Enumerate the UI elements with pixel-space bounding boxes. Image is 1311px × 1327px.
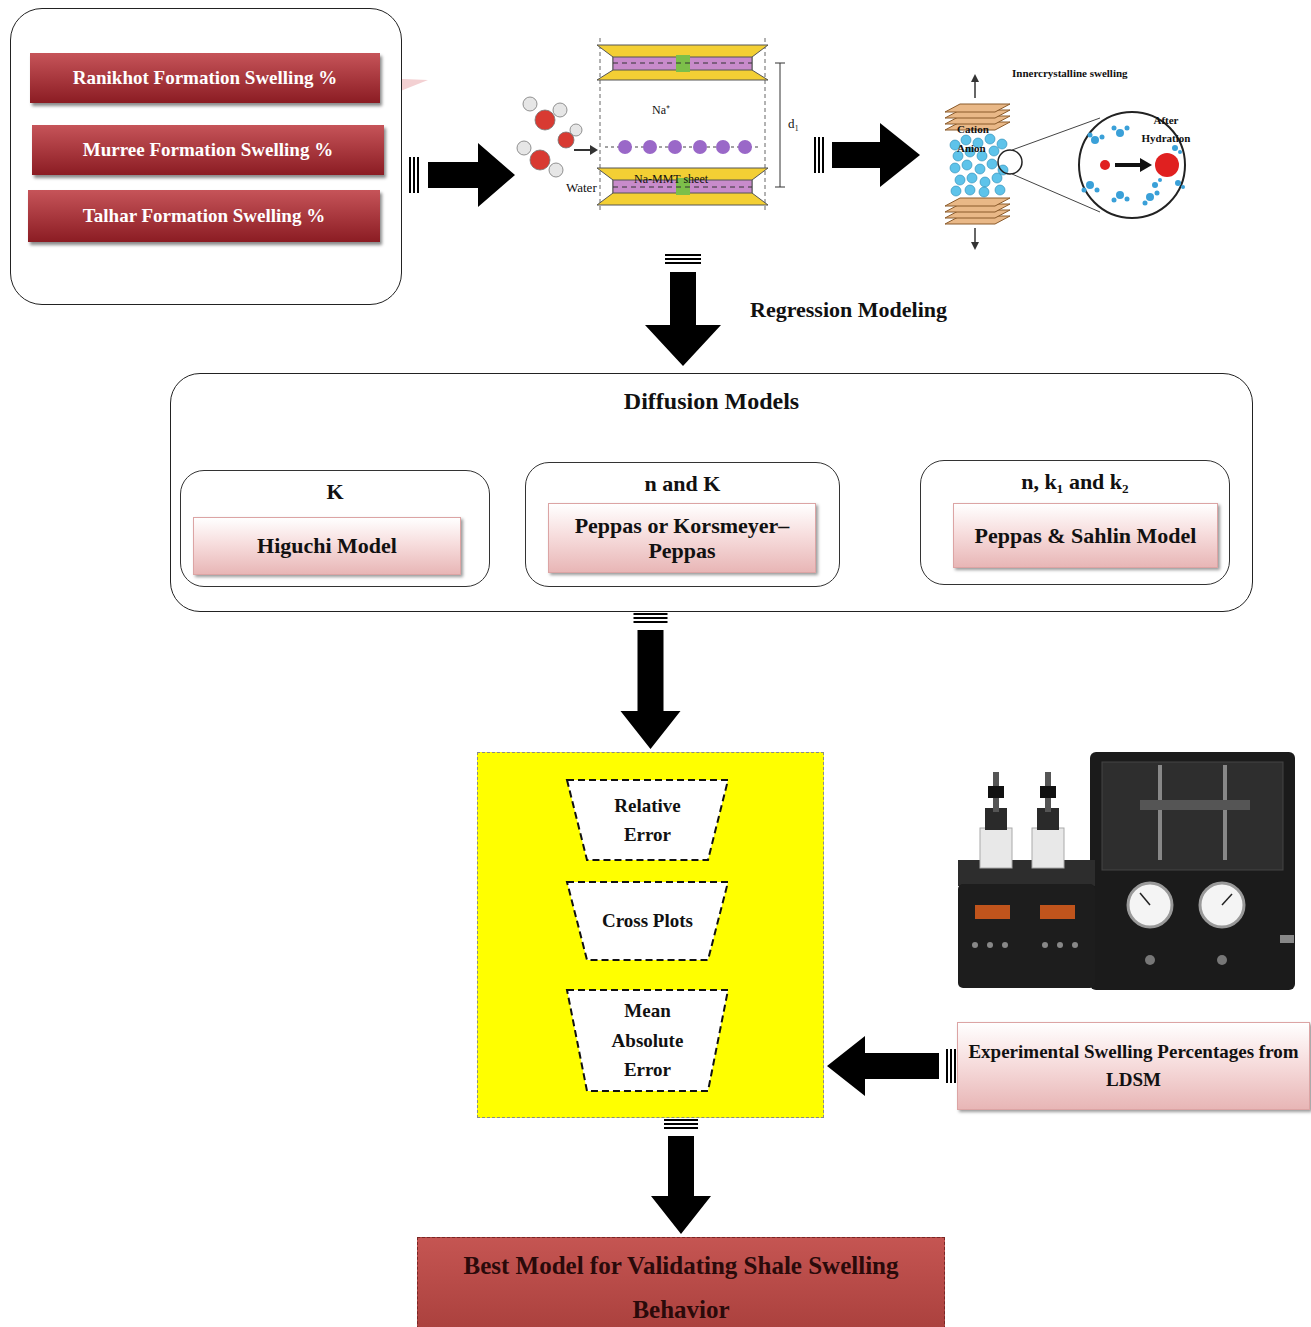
trapezoid-outline	[565, 778, 730, 862]
flow-arrow	[410, 143, 515, 207]
box-text: Mean Absolute Error	[591, 996, 704, 1084]
result-box: Best Model for Validating Shale Swelling…	[417, 1237, 945, 1327]
illustration-label: d₁	[788, 116, 799, 132]
group-box: Ranikhot Formation Swelling % Murree Form…	[10, 8, 402, 305]
box-text: Higuchi Model	[257, 533, 397, 558]
illustration-label: Innercrystalline swelling	[1012, 67, 1128, 79]
box-heading: Diffusion Models	[171, 388, 1252, 415]
flow-arrow	[621, 614, 681, 749]
formation-band: Ranikhot Formation Swelling %	[30, 53, 380, 103]
flow-arrow	[651, 1120, 711, 1234]
box-heading: n and K	[526, 471, 839, 497]
box-text: Peppas or Korsmeyer–Peppas	[557, 513, 807, 564]
box-heading: K	[181, 479, 489, 505]
model-box: Peppas or Korsmeyer–Peppas	[548, 503, 816, 573]
model-box: Higuchi Model	[193, 517, 461, 575]
model-box: Peppas & Sahlin Model	[953, 503, 1218, 568]
illustration-label: Na-MMT sheet	[634, 172, 708, 187]
box-text: Cross Plots	[602, 906, 693, 935]
water-molecules	[517, 97, 582, 177]
metric-trapezoid: Cross Plots	[565, 880, 730, 962]
box-text: Murree Formation Swelling %	[83, 139, 333, 161]
flow-arrow	[645, 255, 721, 366]
evaluation-panel: Relative ErrorCross PlotsMean Absolute E…	[477, 752, 824, 1118]
box-text: Relative Error	[591, 791, 704, 850]
illustration-label: Cation	[957, 123, 989, 135]
parameter-box: n, k₁ and k₂ Peppas & Sahlin Model	[920, 460, 1230, 585]
box-heading: n, k₁ and k₂	[921, 469, 1229, 495]
illustration-label: Water	[566, 180, 597, 196]
parameter-box: K Higuchi Model	[180, 470, 490, 587]
illustration-label: Na⁺	[652, 101, 670, 118]
flow-arrow	[815, 123, 920, 187]
formation-band: Talhar Formation Swelling %	[28, 190, 380, 242]
arrow-label: Regression Modeling	[750, 297, 947, 323]
swelling-illustration	[945, 74, 1185, 250]
metric-trapezoid: Relative Error	[565, 778, 730, 862]
small-arrow	[574, 149, 590, 151]
data-box: Experimental Swelling Percentages from L…	[957, 1022, 1310, 1110]
formation-band: Murree Formation Swelling %	[32, 125, 384, 175]
illustration-label: Anion	[957, 142, 986, 154]
parameter-box: n and K Peppas or Korsmeyer–Peppas	[525, 462, 840, 587]
small-arrowhead	[590, 145, 598, 155]
box-text: Peppas & Sahlin Model	[975, 523, 1197, 548]
clay-sheets	[597, 38, 785, 212]
box-text: Best Model for Validating Shale Swelling…	[430, 1244, 932, 1327]
box-text: Experimental Swelling Percentages from L…	[966, 1038, 1301, 1095]
metric-trapezoid: Mean Absolute Error	[565, 988, 730, 1093]
illustration-label: After Hydration	[1140, 112, 1192, 147]
flow-arrow	[827, 1036, 955, 1096]
box-text: Ranikhot Formation Swelling %	[73, 67, 337, 89]
ldsm-device	[958, 752, 1295, 990]
model-group: Diffusion ModelsK Higuchi Model n and K Pep…	[170, 373, 1253, 612]
box-text: Talhar Formation Swelling %	[83, 205, 325, 227]
